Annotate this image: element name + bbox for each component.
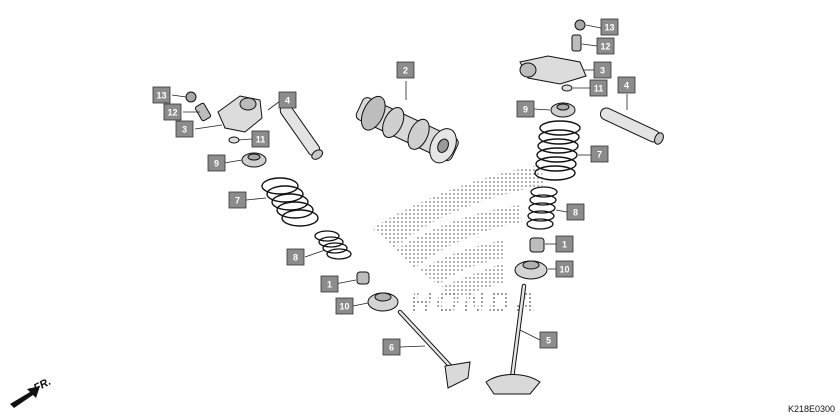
callout-number: 1: [562, 240, 567, 250]
callout-1: 1: [320, 275, 339, 293]
callout-11: 11: [251, 130, 270, 148]
rocker-arm-right: [519, 55, 587, 85]
callout-13: 13: [600, 18, 619, 36]
callout-8: 8: [286, 248, 305, 266]
rocker-shaft-right: [599, 107, 664, 145]
callout-9: 9: [516, 100, 535, 118]
callout-12: 12: [163, 103, 182, 121]
callout-4: 4: [278, 91, 297, 109]
callout-3: 3: [175, 120, 194, 138]
front-direction-marker: FR.: [10, 376, 53, 408]
rocker-arm-left: [217, 95, 263, 133]
callout-number: 7: [597, 150, 602, 160]
callout-number: 1: [327, 280, 332, 290]
spring-retainer-left: [241, 152, 267, 168]
callout-number: 8: [573, 208, 578, 218]
outer-valve-spring-left: [261, 177, 319, 227]
callout-number: 12: [600, 42, 610, 52]
honda-watermark-text: HONDA: [410, 286, 540, 319]
honda-wing-logo: [372, 165, 545, 298]
callout-7: 7: [590, 145, 609, 163]
inner-valve-spring-left: [314, 230, 352, 260]
lock-nut-right: [574, 19, 586, 31]
callout-number: 7: [235, 196, 240, 206]
callout-12: 12: [596, 37, 615, 55]
callout-number: 11: [256, 135, 266, 145]
callout-number: 9: [523, 105, 528, 115]
leader-lines: [171, 24, 628, 348]
outer-valve-spring-right: [534, 120, 581, 181]
callout-number: 10: [339, 302, 349, 312]
adjusting-screw-right: [571, 34, 582, 52]
callout-number: 2: [403, 66, 408, 76]
camshaft: [355, 95, 459, 164]
callout-1: 1: [555, 235, 574, 253]
callout-number: 3: [182, 125, 187, 135]
front-marker-label: FR.: [32, 376, 53, 395]
stem-seal-left: [356, 271, 370, 285]
spring-seat-right: [514, 260, 548, 280]
callout-9: 9: [207, 154, 226, 172]
callout-8: 8: [566, 203, 585, 221]
callout-number: 12: [167, 108, 177, 118]
callout-number: 13: [604, 23, 614, 33]
spring-seat-left: [367, 292, 399, 312]
callout-number: 9: [214, 159, 219, 169]
callout-2: 2: [396, 61, 415, 79]
callout-3: 3: [593, 61, 612, 79]
callout-number: 11: [594, 84, 604, 94]
callout-4: 4: [617, 76, 636, 94]
callout-number: 8: [293, 253, 298, 263]
callout-11: 11: [589, 79, 608, 97]
callout-10: 10: [335, 297, 354, 315]
exhaust-valve: [397, 309, 471, 389]
spring-retainer-right: [550, 102, 576, 118]
lock-nut-left: [185, 91, 197, 103]
callout-6: 6: [382, 338, 401, 356]
callout-number: 5: [546, 336, 551, 346]
callout-number: 4: [285, 96, 290, 106]
inner-valve-spring-right: [526, 186, 558, 230]
callout-10: 10: [555, 260, 574, 278]
callout-number: 6: [389, 343, 394, 353]
o-ring-right: [561, 84, 573, 92]
callout-number: 3: [600, 66, 605, 76]
drawing-code: K218E0300: [788, 404, 835, 414]
callout-5: 5: [539, 331, 558, 349]
callout-number: 4: [624, 81, 629, 91]
adjusting-screw-left: [194, 102, 212, 122]
stem-seal-right: [529, 237, 545, 253]
callout-7: 7: [228, 191, 247, 209]
callout-13: 13: [152, 86, 171, 104]
callout-number: 10: [559, 265, 569, 275]
o-ring-left: [228, 136, 240, 144]
callout-number: 13: [156, 91, 166, 101]
rocker-shaft-left: [279, 103, 324, 160]
intake-valve: [485, 283, 541, 395]
